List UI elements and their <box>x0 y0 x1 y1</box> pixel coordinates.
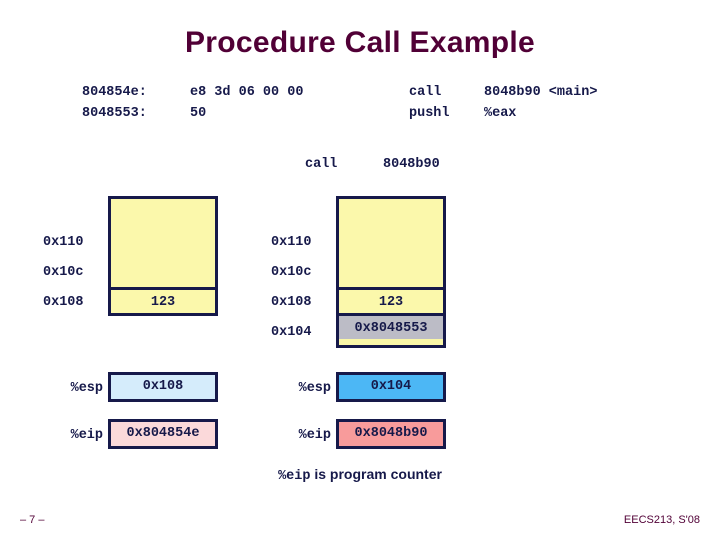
stack-cell-value: 123 <box>339 287 443 313</box>
address-label-0x108-before: 0x108 <box>43 295 84 310</box>
page-title: Procedure Call Example <box>184 26 536 59</box>
stack-diagram-before: 123 <box>108 196 218 316</box>
register-label-esp-before: %esp <box>70 381 103 396</box>
address-label-0x10c-after: 0x10c <box>271 265 312 280</box>
code-line-1-mnemonic: call <box>409 85 442 100</box>
stack-cell-empty <box>111 199 215 287</box>
annotation-target-address: 8048b90 <box>383 157 440 172</box>
code-line-1-operand: 8048b90 <main> <box>484 85 598 100</box>
register-value-esp-before: 0x108 <box>108 372 218 402</box>
code-line-1-bytes: e8 3d 06 00 00 <box>190 85 304 100</box>
stack-cell-empty <box>339 199 443 287</box>
address-label-0x110-after: 0x110 <box>271 235 312 250</box>
code-line-2-mnemonic: pushl <box>409 106 450 121</box>
caption: %eip is program counter <box>0 466 720 484</box>
annotation-mnemonic: call <box>305 157 338 172</box>
register-label-eip-before: %eip <box>70 428 103 443</box>
register-label-eip-after: %eip <box>298 428 331 443</box>
caption-text: is program counter <box>310 466 442 482</box>
register-value-esp-after: 0x104 <box>336 372 446 402</box>
footer-course-label: EECS213, S'08 <box>623 514 700 526</box>
code-line-2-bytes: 50 <box>190 106 207 121</box>
stack-cell-value: 123 <box>111 287 215 313</box>
stack-diagram-after: 123 0x8048553 <box>336 196 446 348</box>
code-line-2-address: 8048553: <box>82 106 147 121</box>
code-line-1-address: 804854e: <box>82 85 147 100</box>
address-label-0x108-after: 0x108 <box>271 295 312 310</box>
address-label-0x104-after: 0x104 <box>271 325 312 340</box>
register-value-eip-before: 0x804854e <box>108 419 218 449</box>
address-label-0x110-before: 0x110 <box>43 235 84 250</box>
footer-page-number: – 7 – <box>20 514 45 526</box>
address-label-0x10c-before: 0x10c <box>43 265 84 280</box>
register-value-eip-after: 0x8048b90 <box>336 419 446 449</box>
stack-cell-return-address: 0x8048553 <box>339 313 443 339</box>
code-line-2-operand: %eax <box>484 106 517 121</box>
register-label-esp-after: %esp <box>298 381 331 396</box>
caption-register-name: %eip <box>278 469 311 484</box>
